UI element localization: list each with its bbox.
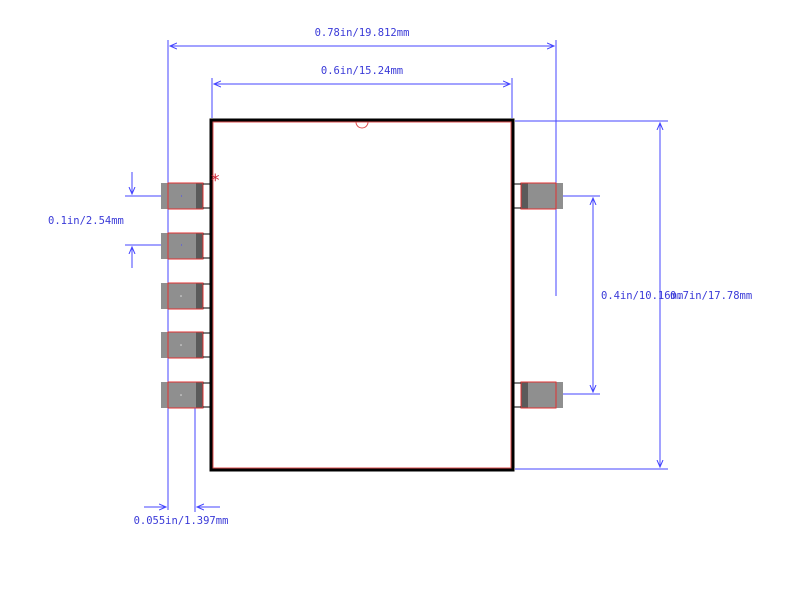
pad-4 <box>161 331 211 359</box>
pad-3 <box>161 282 211 310</box>
overall-width-dimension: 0.78in/19.812mm <box>167 27 557 510</box>
pin1-notch <box>355 121 369 129</box>
right-pads <box>513 182 563 409</box>
pad-width-dimension: 0.055in/1.397mm <box>134 400 229 527</box>
pad-right-bottom <box>513 381 563 409</box>
pad-width-label: 0.055in/1.397mm <box>134 515 229 527</box>
pitch-label: 0.1in/2.54mm <box>48 215 124 227</box>
body-height-label: 0.7in/17.78mm <box>670 290 752 302</box>
pitch-dimension: 0.1in/2.54mm <box>48 172 182 268</box>
pad-1 <box>161 182 211 210</box>
body-width-dimension: 0.6in/15.24mm <box>211 65 513 118</box>
overall-width-label: 0.78in/19.812mm <box>315 27 410 39</box>
body-height-dimension: 0.7in/17.78mm <box>515 120 752 470</box>
component-body <box>209 118 515 472</box>
row-spacing-label: 0.4in/10.16mm <box>601 290 683 302</box>
pin1-marker: * <box>211 171 220 191</box>
pad-center-lines <box>181 195 182 246</box>
pad-2 <box>161 232 211 260</box>
body-width-label: 0.6in/15.24mm <box>321 65 403 77</box>
pad-5 <box>161 381 211 409</box>
row-spacing-dimension: 0.4in/10.16mm <box>543 195 683 395</box>
left-pads <box>161 182 211 409</box>
pad-right-top <box>513 182 563 210</box>
